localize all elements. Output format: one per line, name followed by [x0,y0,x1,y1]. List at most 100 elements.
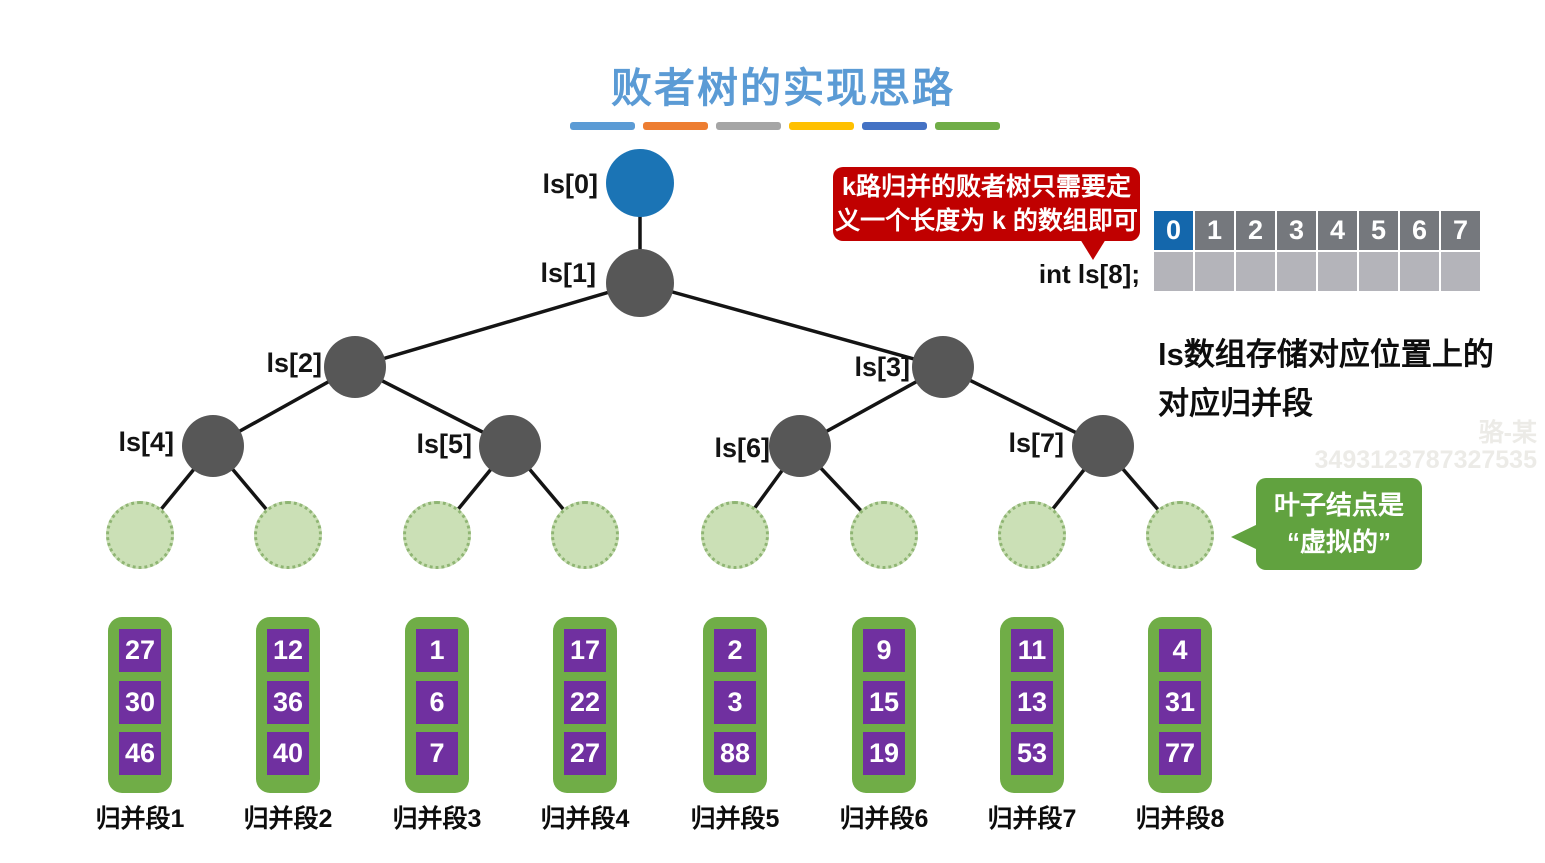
note-line1: ls数组存储对应位置上的 [1158,337,1494,372]
segment-value: 12 [267,629,309,672]
array-value-cell [1235,251,1276,292]
segment-value: 27 [119,629,161,672]
segment-2: 12 36 40 [256,617,320,793]
segment-label: 归并段2 [243,805,333,833]
segment-value: 7 [416,732,458,775]
ls-array-value-row [1153,251,1481,292]
array-value-cell [1194,251,1235,292]
decor-bar-green [935,122,1000,130]
red-callout-line1: k路归并的败者树只需要定 [842,173,1131,201]
segment-1: 27 30 46 [108,617,172,793]
tree-node-ls4 [182,415,244,477]
segment-value: 19 [863,732,905,775]
ls-array-index-row: 0 1 2 3 4 5 6 7 [1153,210,1481,251]
array-value-cell [1440,251,1481,292]
segment-value: 15 [863,681,905,724]
node-label-ls1: ls[1] [540,258,596,288]
segment-value: 3 [714,681,756,724]
array-index-cell: 2 [1235,210,1276,251]
array-value-cell [1153,251,1194,292]
red-callout-line2: 义一个长度为 k 的数组即可 [835,207,1138,235]
tree-node-ls3 [912,336,974,398]
array-index-cell: 4 [1317,210,1358,251]
node-label-ls2: ls[2] [266,348,322,378]
segment-value: 17 [564,629,606,672]
green-callout-tail [1231,524,1258,550]
segment-value: 13 [1011,681,1053,724]
segment-value: 1 [416,629,458,672]
segment-value: 53 [1011,732,1053,775]
node-label-ls5: ls[5] [416,429,472,459]
red-callout-tail [1080,239,1106,260]
watermark-line2: 3493123787327535 [1314,446,1537,474]
leaf-node-7 [998,501,1066,569]
array-index-cell: 7 [1440,210,1481,251]
segment-value: 88 [714,732,756,775]
array-index-cell: 0 [1153,210,1194,251]
segment-3: 1 6 7 [405,617,469,793]
segment-value: 2 [714,629,756,672]
array-index-cell: 6 [1399,210,1440,251]
segment-6: 9 15 19 [852,617,916,793]
decor-bar-orange [643,122,708,130]
tree-node-ls2 [324,336,386,398]
leaf-node-8 [1146,501,1214,569]
code-declaration: int ls[8]; [1038,259,1140,289]
segment-value: 22 [564,681,606,724]
array-index-cell: 5 [1358,210,1399,251]
segment-4: 17 22 27 [553,617,617,793]
array-value-cell [1317,251,1358,292]
array-value-cell [1358,251,1399,292]
node-label-ls6: ls[6] [714,433,770,463]
tree-node-ls0 [606,149,674,217]
node-label-ls7: ls[7] [1008,428,1064,458]
segment-label: 归并段6 [839,805,929,833]
tree-node-ls5 [479,415,541,477]
leaf-node-6 [850,501,918,569]
segment-8: 4 31 77 [1148,617,1212,793]
green-callout: 叶子结点是 “虚拟的” [1256,478,1422,570]
note-line2: 对应归并段 [1158,386,1313,421]
segment-label: 归并段5 [690,805,780,833]
segment-value: 27 [564,732,606,775]
array-value-cell [1399,251,1440,292]
segment-5: 2 3 88 [703,617,767,793]
leaf-node-4 [551,501,619,569]
segment-value: 40 [267,732,309,775]
leaf-node-2 [254,501,322,569]
tree-node-ls7 [1072,415,1134,477]
segment-value: 36 [267,681,309,724]
note-text: ls数组存储对应位置上的 对应归并段 [1158,330,1538,428]
segment-value: 6 [416,681,458,724]
page-title: 败者树的实现思路 [611,65,955,111]
segment-value: 9 [863,629,905,672]
segment-7: 11 13 53 [1000,617,1064,793]
array-index-cell: 1 [1194,210,1235,251]
green-callout-line1: 叶子结点是 [1273,490,1404,520]
green-callout-line2: “虚拟的” [1286,527,1391,557]
leaf-node-1 [106,501,174,569]
decor-bar-dark-blue [862,122,927,130]
segment-value: 4 [1159,629,1201,672]
array-value-cell [1276,251,1317,292]
watermark: 骆-某 3493123787327535 [1237,420,1537,474]
leaf-node-3 [403,501,471,569]
leaf-node-5 [701,501,769,569]
segment-label: 归并段1 [95,805,185,833]
segment-value: 11 [1011,629,1053,672]
segment-label: 归并段4 [540,805,630,833]
segment-label: 归并段8 [1135,805,1225,833]
decor-bar-gray [716,122,781,130]
segment-label: 归并段3 [392,805,482,833]
segment-value: 31 [1159,681,1201,724]
decor-bar-yellow [789,122,854,130]
tree-node-ls1 [606,249,674,317]
node-label-ls3: ls[3] [854,352,910,382]
tree-node-ls6 [769,415,831,477]
segment-value: 30 [119,681,161,724]
decor-bar-blue [570,122,635,130]
node-label-ls4: ls[4] [118,427,174,457]
red-callout: k路归并的败者树只需要定 义一个长度为 k 的数组即可 [833,167,1140,241]
array-index-cell: 3 [1276,210,1317,251]
